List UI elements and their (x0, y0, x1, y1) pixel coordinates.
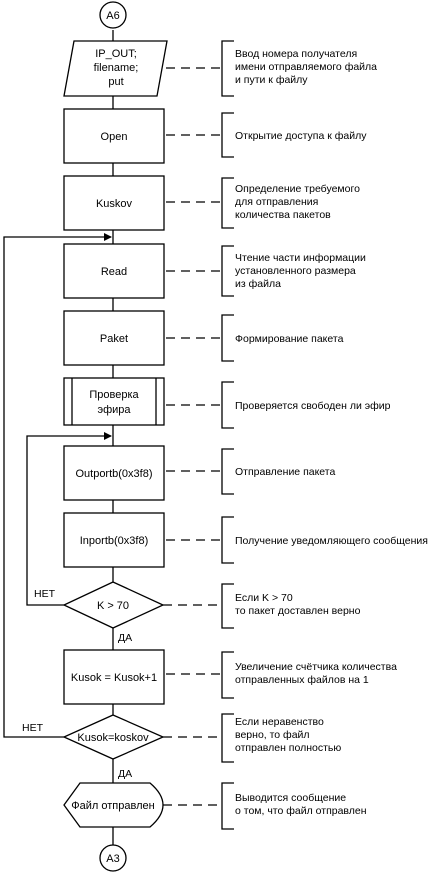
read-block (63, 243, 165, 299)
end-connector-label: A3 (106, 853, 119, 865)
annotation-cond2-line-3: отправлен полностью (235, 742, 341, 754)
decision-2-no-label: НЕТ (22, 722, 44, 734)
check-air-block-line-1: Проверка (89, 389, 139, 401)
decision-1-no-label: НЕТ (34, 588, 56, 600)
annotation-cond1-line-1: Если K > 70 (235, 592, 293, 604)
open-block-label: Open (101, 131, 128, 143)
paket-block-label: Paket (100, 333, 128, 345)
inportb-block (63, 512, 165, 568)
annotation-read-line-1: Чтение части информации (235, 252, 366, 264)
open-block (63, 108, 165, 164)
end-connector (99, 844, 127, 872)
increment-block (63, 649, 165, 705)
annotation-open-line-1: Открытие доступа к файлу (235, 130, 367, 142)
decision-k-gt-70-label: K > 70 (97, 600, 129, 612)
annotation-bracket-display (221, 782, 234, 830)
decision-k-gt-70 (62, 581, 165, 629)
annotation-bracket-open (221, 112, 234, 158)
check-air-block (63, 377, 165, 426)
decision-kusok-eq-koskov (62, 714, 165, 760)
inportb-block-label: Inportb(0x3f8) (80, 535, 148, 547)
paket-block (63, 310, 165, 366)
annotation-bracket-cond1 (221, 583, 234, 629)
input-block-line-3: put (108, 76, 123, 88)
annotation-read-line-3: из файла (235, 278, 281, 290)
annotation-display-line-2: о том, что файл отправлен (235, 805, 367, 817)
annotation-cond2-line-2: верно, то файл (235, 729, 310, 741)
start-connector (99, 1, 127, 29)
display-block-label: Файл отправлен (71, 800, 154, 812)
annotation-bracket-paket (221, 314, 234, 362)
annotation-kuskov-line-3: количества пакетов (235, 209, 331, 221)
loop-back-outer (3, 233, 112, 738)
decision-kusok-eq-koskov-label: Kusok=koskov (77, 732, 149, 744)
annotation-bracket-read (221, 245, 234, 297)
loop-back-inner (26, 432, 112, 606)
kuskov-block-label: Kuskov (96, 198, 133, 210)
annotation-incr-line-2: отправленных файлов на 1 (235, 674, 369, 686)
check-air-block-line-2: эфира (97, 404, 131, 416)
annotation-read-line-2: установленного размера (235, 265, 356, 277)
increment-block-label: Kusok = Kusok+1 (71, 672, 157, 684)
annotation-bracket-cond2 (221, 713, 234, 763)
annotation-input-line-3: и пути к файлу (235, 74, 308, 86)
start-connector-label: A6 (106, 10, 119, 22)
input-block-line-2: filename; (94, 62, 139, 74)
kuskov-block (63, 175, 165, 231)
annotation-kuskov-line-2: для отправления (235, 196, 318, 208)
annotation-input-line-1: Ввод номера получателя (235, 48, 357, 60)
annotation-display-line-1: Выводится сообщение (235, 792, 346, 804)
read-block-label: Read (101, 266, 127, 278)
annotation-bracket-inportb (221, 516, 234, 564)
annotation-bracket-check (221, 381, 234, 429)
annotation-bracket-kuskov (221, 177, 234, 229)
annotation-inportb-line-1: Получение уведомляющего сообщения (235, 535, 428, 547)
input-block (63, 40, 168, 97)
outportb-block-label: Outportb(0x3f8) (75, 468, 152, 480)
decision-2-yes-label: ДА (118, 768, 132, 780)
input-block-line-1: IP_OUT; (95, 48, 137, 60)
annotation-outportb-line-1: Отправление пакета (235, 466, 335, 478)
annotation-bracket-incr (221, 651, 234, 699)
decision-1-yes-label: ДА (118, 632, 132, 644)
annotation-bracket-input (221, 40, 234, 97)
annotation-input-line-2: имени отправляемого файла (235, 61, 377, 73)
annotation-paket-line-1: Формирование пакета (235, 333, 344, 345)
annotation-bracket-outportb (221, 448, 234, 495)
outportb-block (63, 445, 165, 501)
annotation-kuskov-line-1: Определение требуемого (235, 183, 360, 195)
annotation-cond2-line-1: Если неравенство (235, 716, 324, 728)
annotation-incr-line-1: Увеличение счётчика количества (235, 661, 397, 673)
annotation-check-line-1: Проверяется свободен ли эфир (235, 400, 391, 412)
annotation-cond1-line-2: то пакет доставлен верно (235, 605, 361, 617)
